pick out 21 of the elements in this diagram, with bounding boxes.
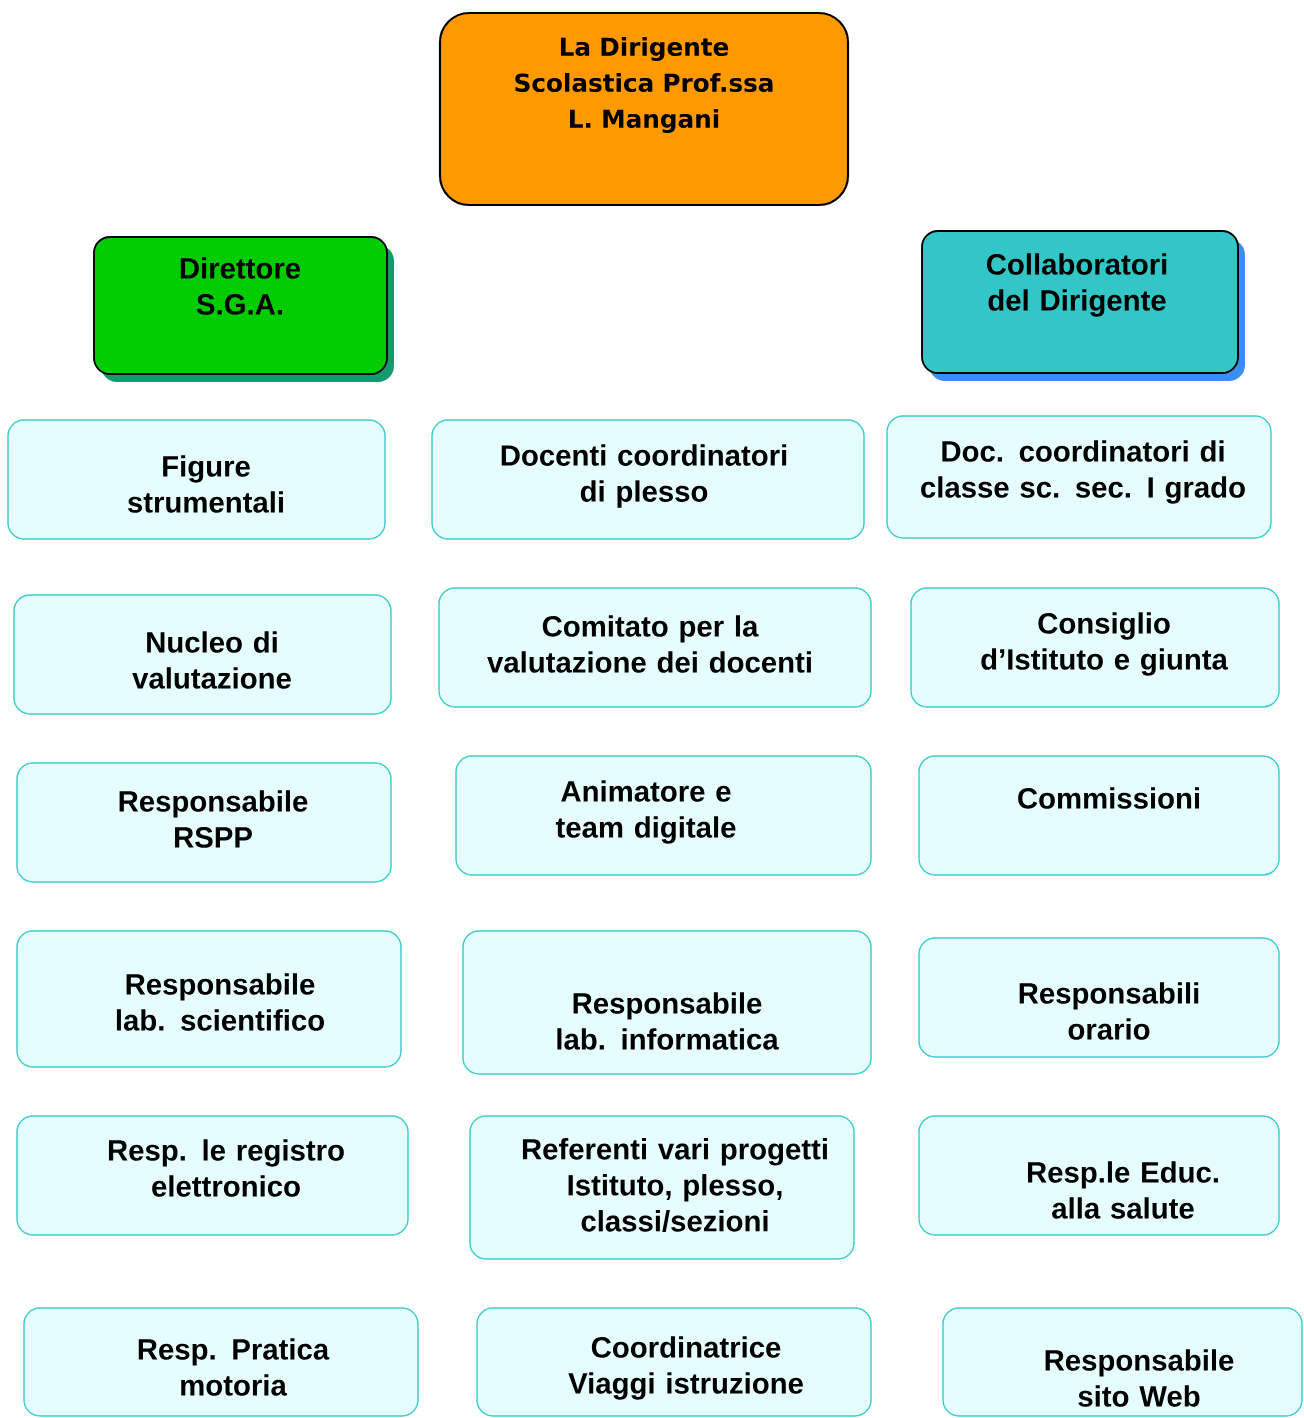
- org-chart-box: Resp. le registro elettronico: [16, 1115, 409, 1236]
- org-chart-box: Responsabile sito Web: [942, 1307, 1303, 1417]
- org-chart-box: Resp. Pratica motoria: [23, 1307, 419, 1417]
- org-chart-box: Animatore e team digitale: [455, 755, 872, 876]
- org-chart-box: Comitato per la valutazione dei docenti: [438, 587, 872, 708]
- org-chart-box: Commissioni: [918, 755, 1280, 876]
- org-chart-box: Doc. coordinatori di classe sc. sec. I grado: [886, 415, 1272, 539]
- org-chart-box: Coordinatrice Viaggi istruzione: [476, 1307, 872, 1417]
- org-chart-box: Responsabile lab. scientifico: [16, 930, 402, 1068]
- org-chart-box: Responsabili orario: [918, 937, 1280, 1058]
- org-chart-box: Resp.le Educ. alla salute: [918, 1115, 1280, 1236]
- org-chart-box: Responsabile lab. informatica: [462, 930, 872, 1075]
- org-chart-box: Responsabile RSPP: [16, 762, 392, 883]
- org-chart-box: Direttore S.G.A.: [93, 236, 394, 382]
- org-chart-box: Referenti vari progetti Istituto, plesso, classi/sezioni: [469, 1115, 855, 1260]
- org-chart-box: Collaboratori del Dirigente: [921, 230, 1245, 381]
- org-chart-box: Nucleo di valutazione: [13, 594, 392, 715]
- org-chart-box: Consiglio d’Istituto e giunta: [910, 587, 1280, 708]
- org-chart-box: La Dirigente Scolastica Prof.ssa L. Mangani: [438, 11, 850, 207]
- org-chart-box: Figure strumentali: [7, 419, 386, 540]
- org-chart-box: Docenti coordinatori di plesso: [431, 419, 865, 540]
